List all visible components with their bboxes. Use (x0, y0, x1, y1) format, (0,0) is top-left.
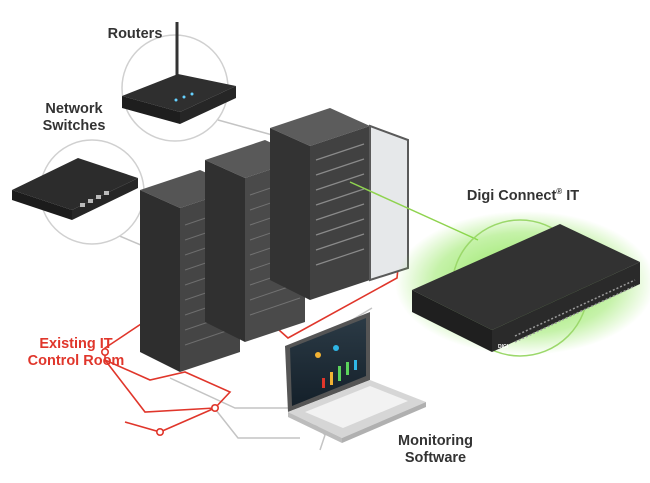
device-brand-label: DIGI (498, 344, 509, 350)
control-room-label: Existing IT Control Room (6, 336, 146, 370)
control-room-line-2: Control Room (27, 353, 125, 369)
digi-connect-device-icon: DIGI (395, 211, 650, 357)
registered-mark: ® (556, 187, 563, 196)
dashboard-bars (315, 345, 357, 388)
digi-connect-name: Digi Connect (466, 188, 557, 204)
digi-connect-label: Digi Connect® IT (438, 183, 608, 205)
router-icon (121, 22, 236, 142)
monitoring-line-1: Monitoring (398, 433, 473, 449)
network-switches-line-1: Network (45, 101, 103, 117)
monitoring-software-label: Monitoring Software (388, 433, 483, 467)
laptop-icon (285, 312, 426, 443)
network-switches-label: Network Switches (28, 101, 120, 135)
control-room-line-1: Existing IT (39, 336, 113, 352)
monitoring-line-2: Software (404, 450, 467, 466)
routers-label: Routers (107, 26, 163, 42)
network-switches-line-2: Switches (42, 118, 106, 134)
digi-connect-suffix: IT (562, 188, 580, 204)
network-switch-icon (12, 139, 145, 245)
server-rack-icon (140, 108, 409, 372)
